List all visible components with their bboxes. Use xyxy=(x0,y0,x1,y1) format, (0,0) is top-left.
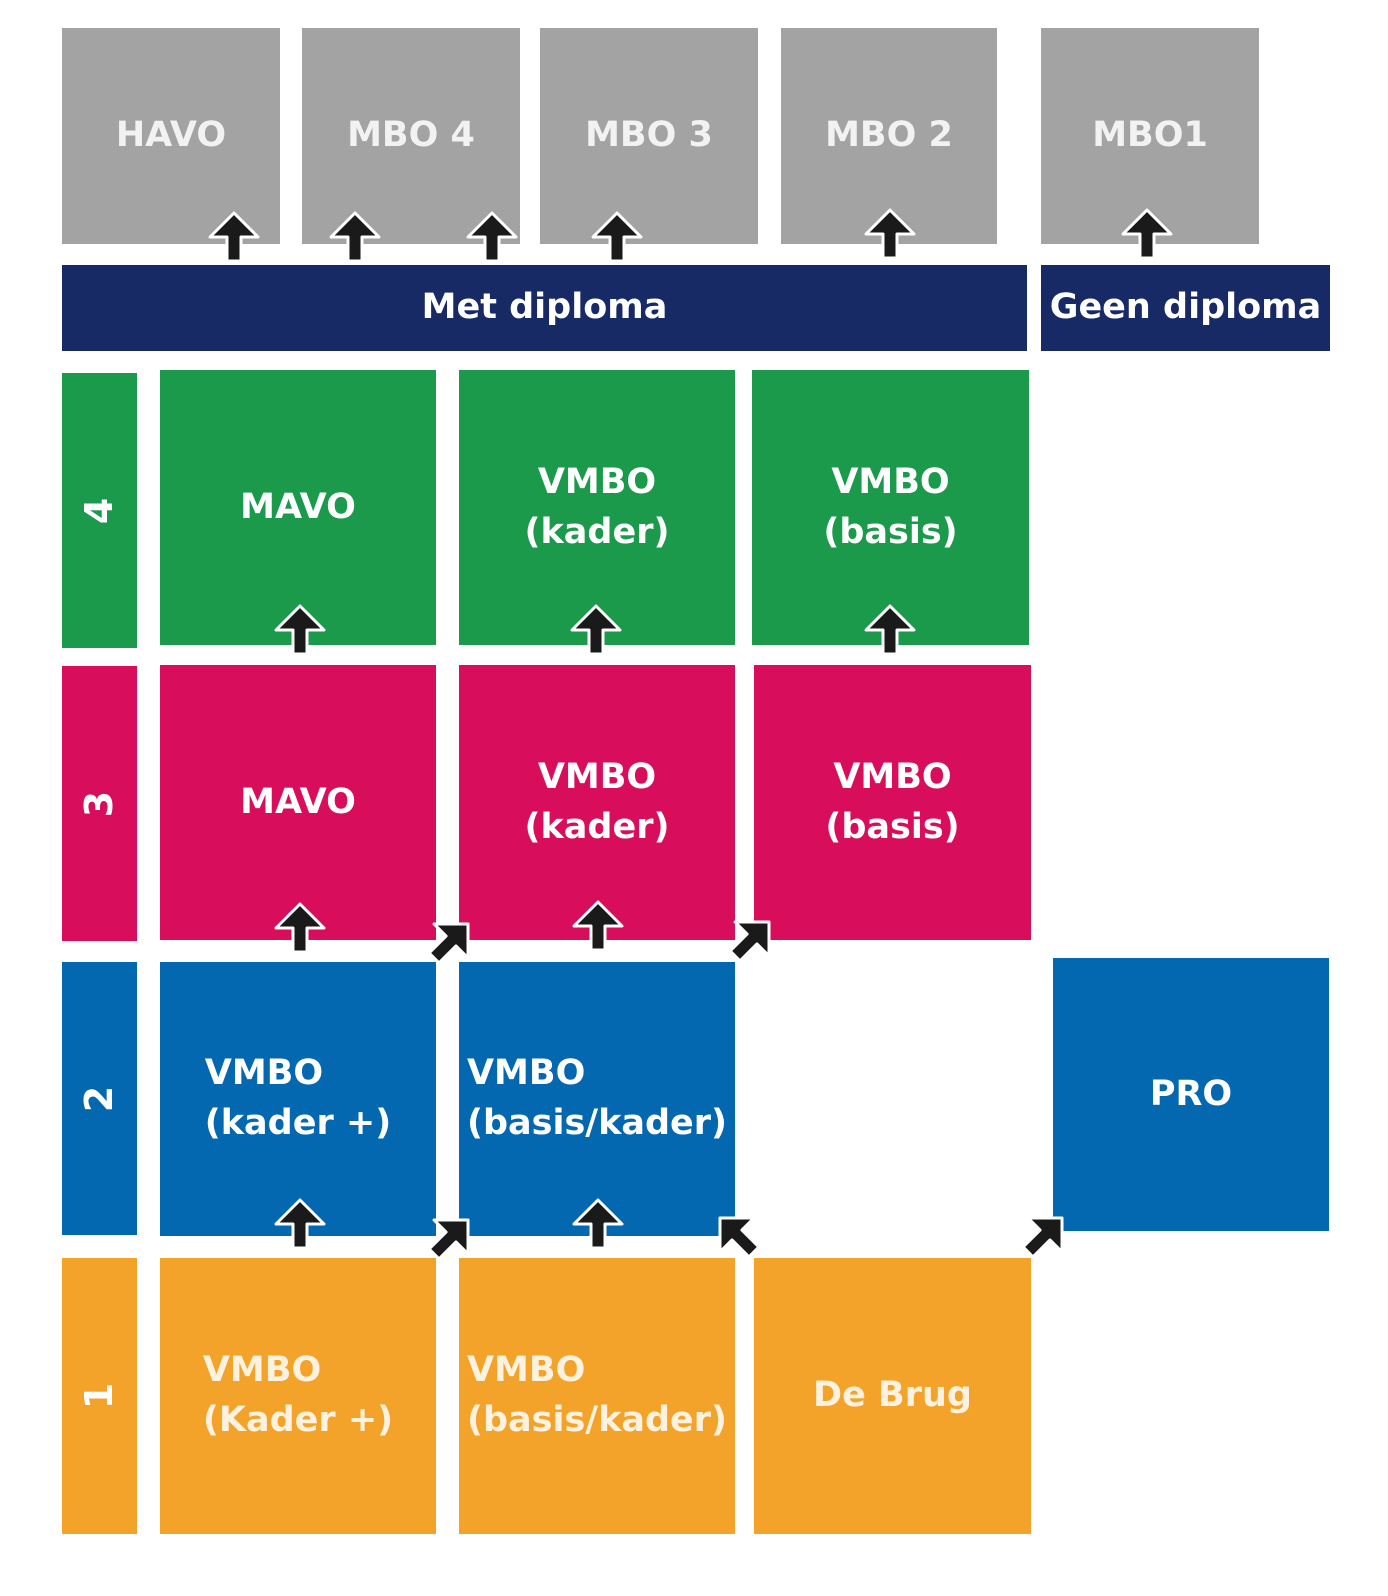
outcome-havo-label: HAVO xyxy=(115,115,227,156)
year2-basiskader-line2: (basis/kader) xyxy=(466,1103,728,1143)
year3-vmbo-kader: VMBO (kader) xyxy=(459,665,735,940)
year4-basis-line1: VMBO xyxy=(831,461,950,502)
year1-basiskader-line1: VMBO xyxy=(466,1350,586,1391)
geen-diploma-label: Geen diploma xyxy=(1049,287,1322,328)
year3-vmbo-basis: VMBO (basis) xyxy=(754,665,1031,940)
geen-diploma-bar: Geen diploma xyxy=(1041,265,1330,351)
year4-mavo-label: MAVO xyxy=(240,486,356,527)
year2-pro-label: PRO xyxy=(1149,1073,1233,1114)
year-1-label: 1 xyxy=(62,1258,137,1534)
year1-kaderplus-line1: VMBO xyxy=(202,1350,322,1391)
outcome-mbo2-label: MBO 2 xyxy=(825,115,953,156)
year3-basis-line1: VMBO xyxy=(833,756,952,797)
year1-debrug-label: De Brug xyxy=(813,1375,972,1416)
outcome-mbo4-label: MBO 4 xyxy=(347,115,475,156)
year4-vmbo-basis: VMBO (basis) xyxy=(752,370,1029,645)
year-2-label: 2 xyxy=(62,962,137,1235)
year2-basiskader-line1: VMBO xyxy=(466,1053,586,1094)
year3-mavo: MAVO xyxy=(160,665,436,940)
year2-vmbo-kader-plus: VMBO (kader +) xyxy=(160,962,436,1236)
year1-vmbo-kader-plus: VMBO (Kader +) xyxy=(160,1258,436,1534)
year4-kader-line2: (kader) xyxy=(524,511,670,552)
year-3-number: 3 xyxy=(77,790,122,817)
year2-kaderplus-line1: VMBO xyxy=(204,1053,324,1094)
year-4-label: 4 xyxy=(62,373,137,648)
year-3-label: 3 xyxy=(62,666,137,941)
year1-de-brug: De Brug xyxy=(754,1258,1031,1534)
outcome-mbo3-label: MBO 3 xyxy=(585,115,713,156)
year4-vmbo-kader: VMBO (kader) xyxy=(459,370,735,645)
year4-kader-line1: VMBO xyxy=(537,461,657,502)
year4-mavo: MAVO xyxy=(160,370,436,645)
year1-basiskader-line2: (basis/kader) xyxy=(466,1400,728,1440)
year4-basis-line2: (basis) xyxy=(823,511,958,552)
year1-vmbo-basis-kader: VMBO (basis/kader) xyxy=(459,1258,735,1534)
year1-kaderplus-line2: (Kader +) xyxy=(202,1400,394,1440)
outcome-mbo3: MBO 3 xyxy=(540,28,758,244)
outcome-havo: HAVO xyxy=(62,28,280,244)
met-diploma-bar: Met diploma xyxy=(62,265,1027,351)
year3-kader-line1: VMBO xyxy=(537,756,657,797)
outcome-mbo1-label: MBO1 xyxy=(1092,115,1208,156)
year2-kaderplus-line2: (kader +) xyxy=(204,1103,392,1143)
outcome-mbo1: MBO1 xyxy=(1041,28,1259,244)
year2-vmbo-basis-kader: VMBO (basis/kader) xyxy=(459,962,735,1236)
year3-mavo-label: MAVO xyxy=(240,781,356,822)
year-1-number: 1 xyxy=(77,1382,122,1410)
year3-kader-line2: (kader) xyxy=(524,806,670,847)
met-diploma-label: Met diploma xyxy=(421,287,668,328)
outcome-mbo4: MBO 4 xyxy=(302,28,520,244)
year3-basis-line2: (basis) xyxy=(825,806,960,847)
outcome-mbo2: MBO 2 xyxy=(781,28,997,244)
year-2-number: 2 xyxy=(77,1085,122,1112)
year-4-number: 4 xyxy=(77,497,122,524)
year2-pro: PRO xyxy=(1053,958,1329,1231)
